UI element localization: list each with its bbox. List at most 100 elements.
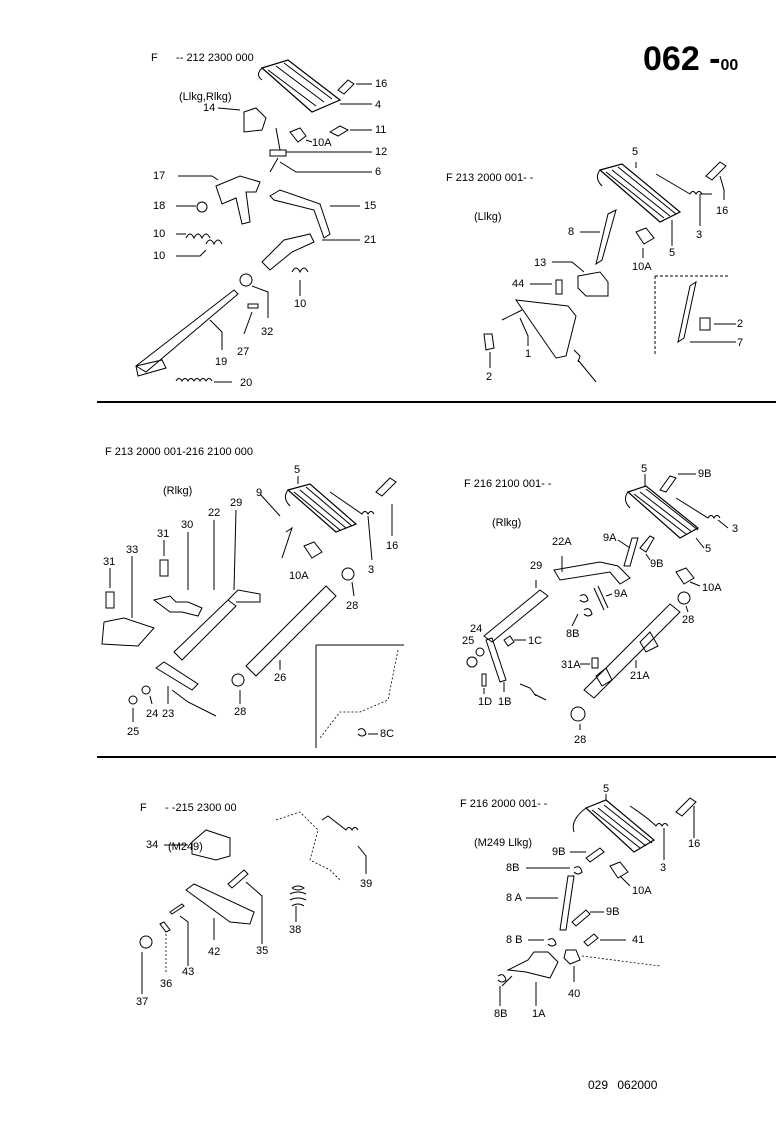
callout-a-10-right: 10 (294, 298, 307, 310)
part-44 (555, 279, 563, 295)
callout-f-10a: 10A (632, 885, 652, 897)
section-a-drawing (135, 59, 372, 383)
accelerator-pedal-pad (572, 799, 656, 853)
callout-d-1c: 1C (528, 635, 543, 647)
callout-d-3: 3 (732, 523, 739, 535)
leader-32 (251, 285, 269, 318)
part-2-left (483, 333, 495, 351)
accelerator-pedal-pad (596, 163, 682, 223)
part-34 (191, 829, 231, 861)
part-8b-mid (547, 938, 557, 947)
part-28-bottom (231, 673, 245, 687)
section-b-drawing (483, 161, 736, 383)
callout-a-16: 16 (375, 78, 388, 90)
leader-10a (619, 875, 631, 887)
leader-27 (243, 311, 253, 335)
leader-28-top (685, 605, 689, 613)
callout-e-37: 37 (136, 996, 149, 1008)
part-23 (155, 661, 217, 717)
callout-b-13: 13 (534, 257, 547, 269)
callout-d-24: 24 (470, 623, 483, 635)
callout-e-42: 42 (208, 946, 221, 958)
spring-10-b (205, 239, 223, 246)
callout-d-31a: 31A (561, 659, 581, 671)
spring-3 (675, 497, 721, 519)
callout-d-25: 25 (462, 635, 475, 647)
section-c-model-range: F 213 2000 001-216 2100 000 (105, 446, 254, 458)
callout-c-24: 24 (146, 708, 159, 720)
callout-d-9b-mid: 9B (650, 558, 664, 570)
part-1c (503, 635, 515, 647)
page-number: 062 -00 (643, 40, 738, 79)
part-42 (185, 883, 255, 925)
page-number-suffix: 00 (720, 57, 739, 74)
part-22a (553, 561, 631, 585)
part-13 (577, 271, 609, 297)
spring-10-c (291, 267, 309, 274)
part-2-right (699, 317, 711, 331)
part-19 (135, 289, 239, 377)
page-number-main: 062 (643, 40, 700, 78)
part-9a (623, 537, 639, 567)
part-9b-top (585, 847, 605, 863)
section-b-model-range: F 213 2000 001- - (446, 172, 534, 184)
footer-code: 029 062000 (588, 1078, 658, 1092)
callout-d-5-bottom: 5 (705, 543, 712, 555)
callout-a-10a: 10A (312, 137, 332, 149)
leader-8b (571, 613, 579, 627)
spring-3 (655, 173, 703, 195)
callout-e-34: 34 (146, 839, 159, 851)
callout-a-27: 27 (237, 346, 250, 358)
section-c-drawing (101, 476, 404, 748)
part-8b-pair (579, 585, 609, 617)
leader-13 (552, 261, 585, 273)
part-16 (675, 797, 697, 817)
section-f-header: F 216 2000 001- - (M249 Llkg) (460, 772, 547, 863)
callout-a-6: 6 (375, 166, 382, 178)
leader-1 (519, 317, 529, 346)
callout-f-9b-top: 9B (552, 846, 566, 858)
part-12 (269, 127, 287, 157)
leader-43 (179, 915, 189, 966)
part-40-dashed (581, 955, 661, 967)
part-16 (375, 477, 397, 497)
section-d-model-range: F 216 2100 001- - (464, 478, 552, 490)
callout-d-21a: 21A (630, 670, 650, 682)
inset-frame (654, 275, 728, 355)
callout-f-3: 3 (660, 862, 667, 874)
divider-bottom (97, 756, 776, 758)
callout-b-44: 44 (512, 278, 525, 290)
callout-c-16: 16 (386, 540, 399, 552)
page-number-dash: - (699, 40, 721, 78)
callout-d-1d: 1D (478, 696, 493, 708)
part-11 (328, 125, 350, 137)
part-15 (269, 189, 331, 239)
part-29 (483, 589, 549, 643)
part-7 (677, 280, 697, 344)
callout-c-9: 9 (256, 487, 263, 499)
part-30 (152, 595, 203, 617)
part-8a (559, 875, 575, 931)
leader-28-top (351, 581, 355, 597)
callout-f-41: 41 (632, 934, 645, 946)
part-21 (261, 233, 315, 271)
part-33 (101, 617, 155, 647)
callout-d-1b: 1B (498, 696, 512, 708)
callout-b-2-left: 2 (486, 371, 493, 383)
callout-a-18: 18 (153, 200, 166, 212)
callout-c-8c: 8C (380, 728, 395, 740)
callout-d-9a-top: 9A (603, 532, 617, 544)
part-10a (609, 861, 629, 879)
callout-d-10a: 10A (702, 582, 722, 594)
callout-b-5-bottom: 5 (669, 247, 676, 259)
section-e-model-range: F - -215 2300 00 (140, 802, 237, 814)
leader-19 (209, 319, 223, 350)
section-c-header: F 213 2000 001-216 2100 000 (Rlkg) (105, 420, 253, 511)
part-10a (675, 567, 695, 585)
callout-b-1: 1 (525, 348, 532, 360)
callout-a-21: 21 (364, 234, 377, 246)
part-9b-mid (571, 909, 591, 927)
callout-b-7: 7 (737, 337, 744, 349)
part-43 (169, 903, 185, 915)
section-f-variant: (M249 Llkg) (474, 837, 533, 849)
